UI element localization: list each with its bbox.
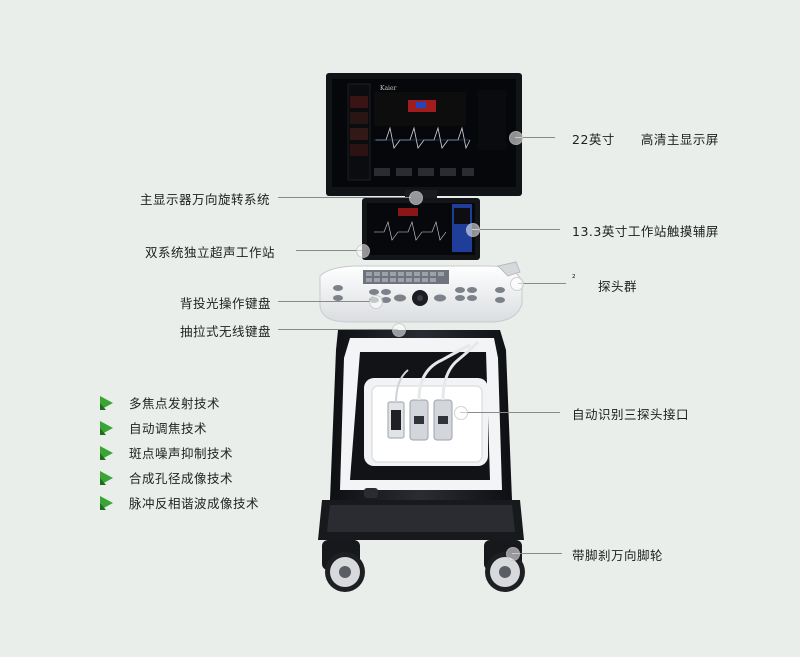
- touch-screen: [362, 198, 480, 260]
- feature-item: 脉冲反相谐波成像技术: [100, 493, 259, 512]
- label-wireless-keyboard: 抽拉式无线键盘: [180, 324, 272, 339]
- callout-dot-wireless-keyboard: [392, 323, 406, 337]
- callout-line-casters: [512, 553, 562, 554]
- callout-dot-touch-screen: [466, 223, 480, 237]
- screen-brand: Kaier: [380, 85, 397, 92]
- callout-dot-probe-ports: [454, 406, 468, 420]
- label-probe-group-mark: ²: [572, 274, 577, 284]
- label-rotation: 主显示器万向旋转系统: [140, 192, 271, 207]
- feature-text: 多焦点发射技术: [129, 396, 221, 411]
- feature-text: 脉冲反相谐波成像技术: [129, 496, 260, 511]
- feature-text: 自动调焦技术: [129, 421, 208, 436]
- callout-line-wireless-keyboard: [278, 329, 398, 330]
- green-arrow-icon: [100, 470, 113, 485]
- label-casters: 带脚刹万向脚轮: [572, 548, 664, 563]
- callout-line-probe-group: [518, 283, 566, 284]
- callout-dot-main-display: [509, 131, 523, 145]
- feature-item: 合成孔径成像技术: [100, 468, 233, 487]
- green-arrow-icon: [100, 495, 113, 510]
- label-main-display: 22英寸 高清主显示屏: [572, 132, 719, 147]
- feature-text: 斑点噪声抑制技术: [129, 446, 234, 461]
- label-touch-screen: 13.3英寸工作站触摸辅屏: [572, 224, 719, 239]
- feature-item: 斑点噪声抑制技术: [100, 443, 233, 462]
- feature-item: 多焦点发射技术: [100, 393, 220, 412]
- main-body: [330, 330, 512, 500]
- callout-dot-rotation: [409, 191, 423, 205]
- callout-line-touch-screen: [472, 229, 560, 230]
- label-backlit-keyboard: 背投光操作键盘: [180, 296, 272, 311]
- feature-text: 合成孔径成像技术: [129, 471, 234, 486]
- callout-dot-dual-system: [356, 244, 370, 258]
- callout-line-rotation: [278, 197, 411, 198]
- control-panel: [319, 261, 523, 323]
- callout-line-main-display: [515, 137, 555, 138]
- green-arrow-icon: [100, 445, 113, 460]
- base: [318, 500, 525, 592]
- callout-dot-probe-group: [510, 277, 524, 291]
- callout-dot-backlit-keyboard: [369, 295, 383, 309]
- callout-line-probe-ports: [460, 412, 560, 413]
- callout-line-backlit-keyboard: [278, 301, 371, 302]
- label-probe-ports: 自动识别三探头接口: [572, 407, 690, 422]
- green-arrow-icon: [100, 420, 113, 435]
- green-arrow-icon: [100, 395, 113, 410]
- label-probe-group: 探头群: [598, 279, 638, 294]
- callout-dot-casters: [506, 547, 520, 561]
- main-monitor: Kaier: [326, 73, 522, 196]
- label-dual-system: 双系统独立超声工作站: [145, 245, 276, 260]
- feature-item: 自动调焦技术: [100, 418, 207, 437]
- callout-line-dual-system: [296, 250, 362, 251]
